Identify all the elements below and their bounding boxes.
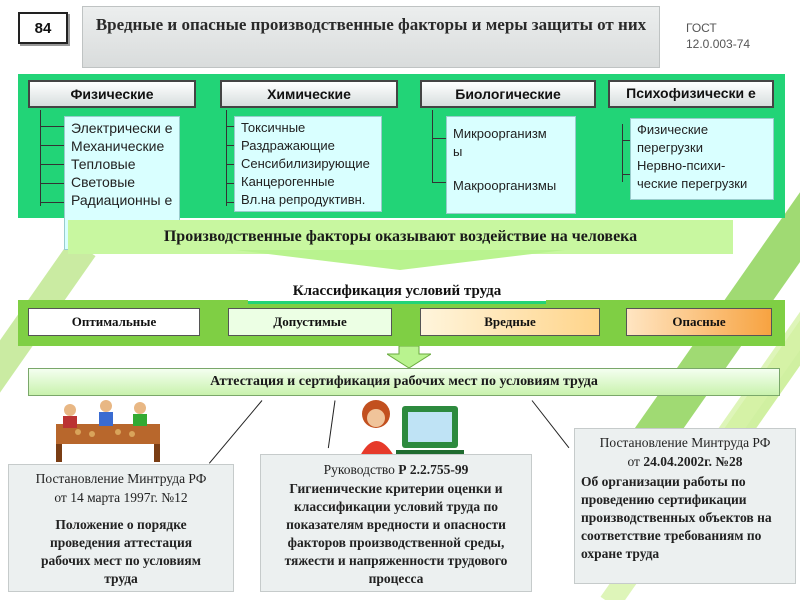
page-title: Вредные и опасные производственные факто… [82,6,660,68]
doc-line2: от 24.04.2002г. №28 [581,452,789,471]
computer-operator-illustration [360,400,464,458]
factor-psychophysical-header: Психофизически е [608,80,774,108]
class-harmful: Вредные [420,308,600,336]
factor-chemical-list: Токсичные Раздражающие Сенсибилизирующие… [234,116,382,212]
tree-tick [226,183,238,184]
doc-line1-prefix: Руководство [323,462,399,477]
doc-line1: Постановление Минтруда РФ [599,435,771,450]
document-guideline-r2: Руководство Р 2.2.755-99 Гигиенические к… [260,454,532,592]
list-item: Радиационны е [71,192,173,208]
class-acceptable: Допустимые [228,308,392,336]
influence-banner: Производственные факторы оказывают возде… [68,220,733,254]
down-arrow-icon [387,346,431,368]
doc-body: Об организации работы по проведению серт… [581,474,772,561]
tree-line [622,124,623,182]
doc-line2-date: 14 марта 1997г. №12 [70,490,188,505]
tree-tick [432,138,446,139]
tree-tick [622,140,632,141]
factor-psychophysical-label: Психофизически е [626,85,756,101]
document-order-12: Постановление Минтруда РФ от 14 марта 19… [8,464,234,592]
gost-line1: ГОСТ [686,21,717,35]
slide-number: 84 [18,12,68,44]
list-item: Раздражающие [241,138,335,153]
influence-arrow [235,250,565,270]
doc-line2: от 14 марта 1997г. №12 [15,488,227,507]
list-item: Нервно-психи- ческие перегрузки [637,158,748,191]
tree-tick [226,164,238,165]
list-item: Тепловые [71,156,136,172]
list-item: Токсичные [241,120,306,135]
tree-tick [40,126,64,127]
class-optimal: Оптимальные [28,308,200,336]
tree-tick [226,126,238,127]
document-order-28: Постановление Минтруда РФ от 24.04.2002г… [574,428,796,584]
workers-illustration [56,400,160,462]
connector-line [327,400,336,449]
doc-line2-prefix: от [54,490,71,505]
tree-tick [40,164,64,165]
classification-title: Классификация условий труда [248,278,546,304]
doc-line2-date: 24.04.2002г. №28 [643,454,743,469]
factor-biological-header: Биологические [420,80,596,108]
tree-tick [40,183,64,184]
list-item: Сенсибилизирующие [241,156,370,171]
doc-body: Положение о порядке проведения аттестаци… [41,517,201,586]
factor-physical-header: Физические [28,80,196,108]
factor-chemical-header: Химические [220,80,398,108]
tree-line [226,110,227,206]
doc-line2-prefix: от [627,454,644,469]
factors-panel: Физические Электрически е Механические Т… [18,74,785,250]
list-item: Физические перегрузки [637,122,709,155]
list-item: Макроорганизмы [453,178,557,193]
tree-tick [226,202,238,203]
list-item: Световые [71,174,136,190]
class-dangerous: Опасные [626,308,772,336]
gost-reference: ГОСТ 12.0.003-74 [668,20,788,60]
gost-line2: 12.0.003-74 [686,37,751,51]
list-item: Электрически е [71,120,173,136]
tree-tick [622,174,632,175]
factor-biological-list: Микроорганизм ы Макроорганизмы [446,116,576,214]
factor-psychophysical-list: Физические перегрузки Нервно-психи- ческ… [630,118,774,200]
tree-tick [40,202,64,203]
attestation-banner: Аттестация и сертификация рабочих мест п… [28,368,780,396]
list-item: Вл.на репродуктивн. [241,192,366,207]
tree-line [40,110,41,206]
tree-tick [40,145,64,146]
list-item: Механические [71,138,165,154]
list-item: Микроорганизм ы [453,126,547,159]
doc-line1: Руководство Р 2.2.755-99 [269,460,523,479]
doc-line1: Постановление Минтруда РФ [35,471,207,486]
tree-tick [432,182,446,183]
list-item: Канцерогенные [241,174,335,189]
tree-line [432,110,433,182]
connector-line [208,400,263,464]
classification-panel: Оптимальные Допустимые Вредные Опасные [18,300,785,346]
doc-line1-code: Р 2.2.755-99 [398,462,469,477]
tree-tick [226,145,238,146]
connector-line [531,400,570,449]
doc-body: Гигиенические критерии оценки и классифи… [284,481,508,586]
